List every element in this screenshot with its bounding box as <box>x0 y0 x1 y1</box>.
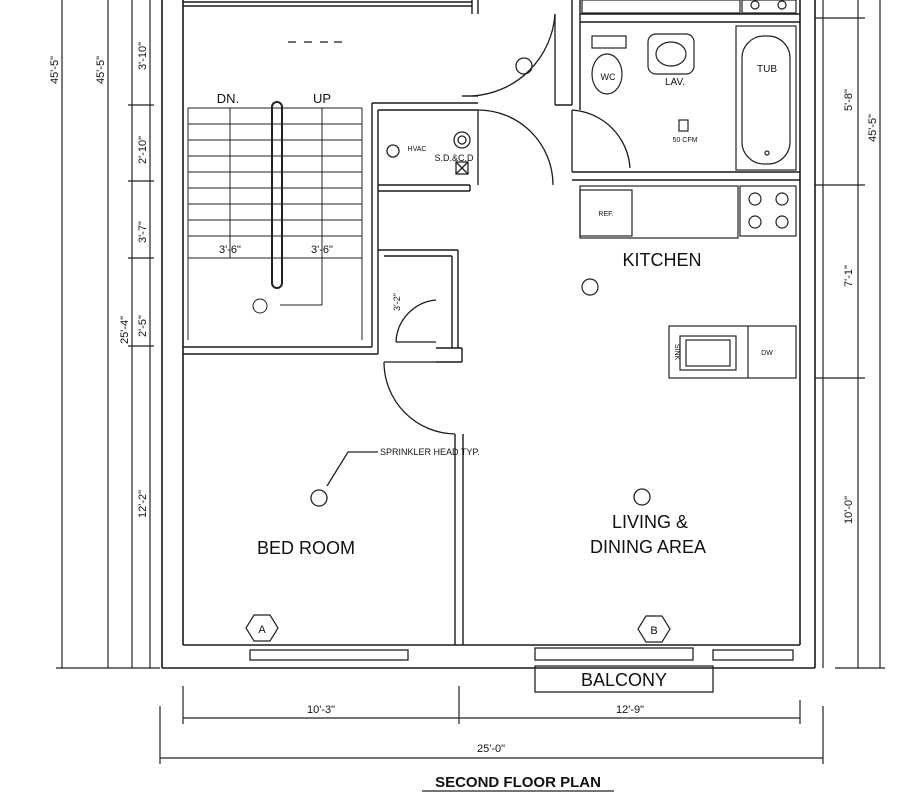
kitchen-fixtures <box>579 0 797 379</box>
dim-bottom-left: 10'-3" <box>307 704 335 716</box>
dishwasher-label: DW <box>761 350 773 357</box>
dim-right-seg1: 5'-8" <box>843 89 855 111</box>
dim-left-seg2: 2'-10" <box>137 136 149 164</box>
drawing-title: SECOND FLOOR PLAN <box>435 774 601 791</box>
sprinkler-note: SPRINKLER HEAD TYP. <box>380 447 480 457</box>
dim-left-seg3: 3'-7" <box>137 221 149 243</box>
door-swings <box>383 13 631 435</box>
living-label-line2: DINING AREA <box>590 537 706 557</box>
sprinkler-heads <box>288 41 651 507</box>
dim-bottom-total: 25'-0" <box>477 743 505 755</box>
closet-dimension: 3'-2" <box>392 293 402 311</box>
staircase <box>187 101 363 340</box>
dim-left-seg1: 3'-10" <box>137 42 149 70</box>
dim-right-seg2: 7'-1" <box>843 265 855 287</box>
exterior-walls <box>161 0 816 669</box>
fan-label: 50 CFM <box>673 137 698 144</box>
bottom-dimension-lines <box>159 686 824 792</box>
right-dimension-lines <box>815 0 885 669</box>
dim-left-stair-total: 25'-4" <box>119 316 131 344</box>
windows-and-balcony <box>249 647 794 693</box>
stair-up-label: UP <box>313 91 331 106</box>
wc-label: WC <box>601 72 616 82</box>
sink-label: SINK <box>673 344 680 361</box>
bathroom-fixtures <box>591 25 797 171</box>
bedroom-label: BED ROOM <box>257 538 355 558</box>
stair-width-left: 3'-6" <box>219 244 241 256</box>
stair-width-right: 3'-6" <box>311 244 333 256</box>
grid-marker-a-label: A <box>258 624 266 636</box>
stair-down-label: DN. <box>217 91 239 106</box>
dim-left-overall-2: 45'-5" <box>95 56 107 84</box>
grid-marker-b-label: B <box>650 625 657 637</box>
dim-left-overall-1: 45'-5" <box>49 56 61 84</box>
lav-label: LAV. <box>665 77 685 88</box>
grid-marker-b: B <box>637 615 671 643</box>
refrigerator-label: REF. <box>598 211 613 218</box>
dim-left-seg4: 2'-5" <box>137 315 149 337</box>
left-dimension-lines <box>56 0 160 669</box>
tub-label: TUB <box>757 64 777 75</box>
interior-walls <box>183 0 800 645</box>
hvac-label: HVAC <box>408 146 427 153</box>
dim-right-overall: 45'-5" <box>867 114 879 142</box>
dim-right-seg3: 10'-0" <box>843 496 855 524</box>
balcony-label: BALCONY <box>581 670 667 690</box>
dim-left-seg5: 12'-2" <box>137 490 149 518</box>
living-label-line1: LIVING & <box>612 512 688 532</box>
grid-marker-a: A <box>245 614 279 642</box>
smoke-detector-label: S.D.&C.D <box>434 153 474 163</box>
dim-bottom-right: 12'-9" <box>616 704 644 716</box>
kitchen-label: KITCHEN <box>622 250 701 270</box>
